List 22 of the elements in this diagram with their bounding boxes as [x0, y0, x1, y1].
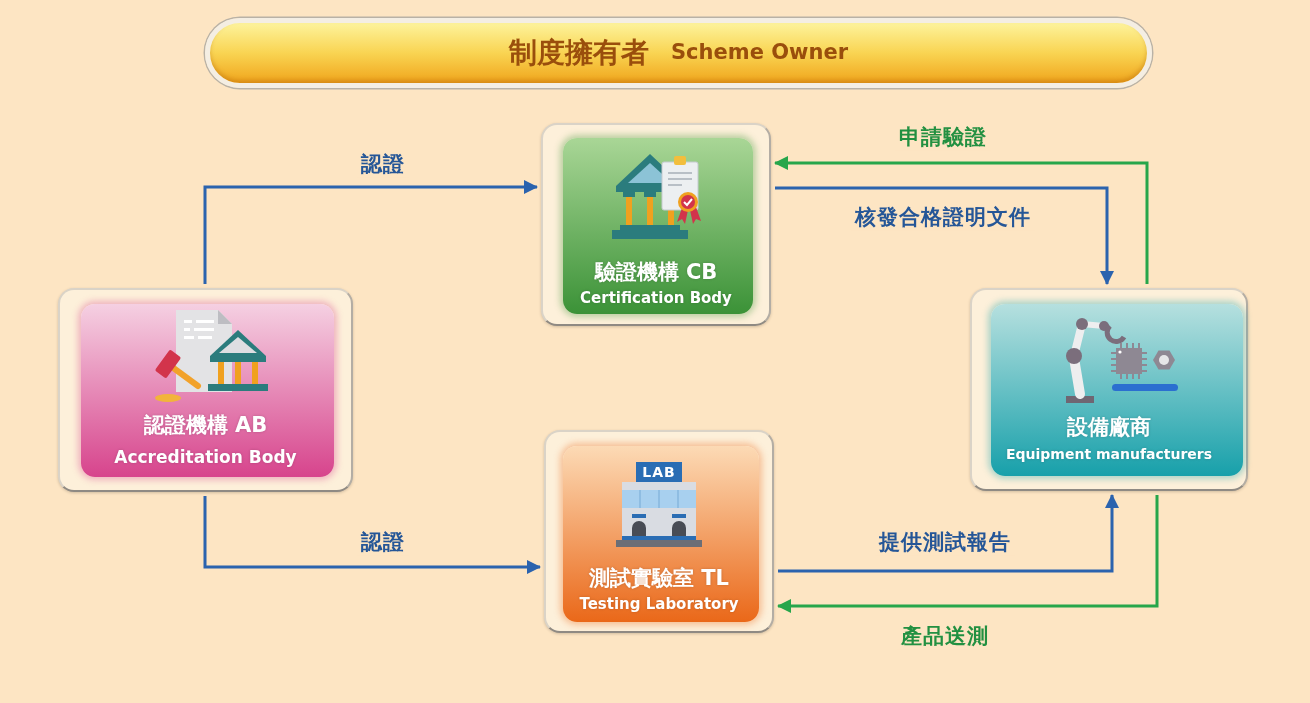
- card-subtitle: Testing Laboratory: [578, 594, 740, 614]
- arrow: [777, 495, 1159, 613]
- card-subtitle: Accreditation Body: [113, 446, 298, 468]
- title-banner: [205, 18, 1152, 88]
- banner-heading: 制度擁有者: [509, 36, 649, 70]
- sign-text: LAB: [641, 463, 677, 482]
- role-card: [541, 123, 771, 326]
- card-subtitle: Equipment manufacturers: [1004, 445, 1214, 463]
- card-title: 認證機構 AB: [142, 412, 269, 438]
- arrow: [774, 156, 1149, 284]
- card-title: 測試實驗室 TL: [588, 565, 730, 591]
- banner-subheading: Scheme Owner: [671, 40, 848, 66]
- card-title: 驗證機構 CB: [593, 259, 719, 285]
- arrow: [203, 496, 541, 574]
- role-card: [58, 288, 353, 492]
- arrow: [775, 186, 1114, 285]
- arrow: [778, 494, 1119, 573]
- card-subtitle: Certification Body: [579, 288, 733, 308]
- arrow: [203, 180, 538, 284]
- card-title: 設備廠商: [1066, 414, 1152, 440]
- role-card: [970, 288, 1248, 491]
- role-card: [544, 430, 774, 633]
